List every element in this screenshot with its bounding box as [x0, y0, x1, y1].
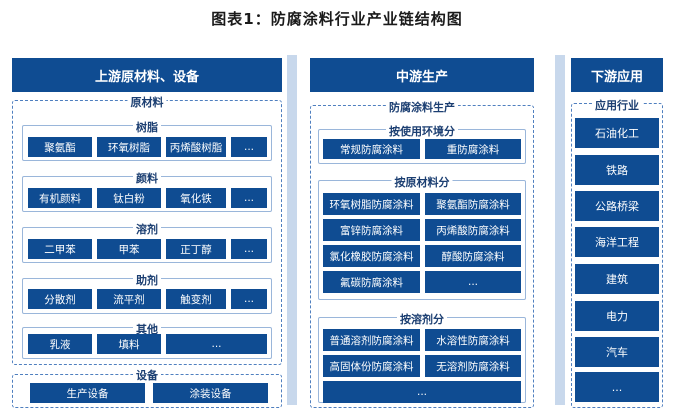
- item-acrylic-resin: 丙烯酸树脂: [166, 137, 226, 157]
- group-resin-label: 树脂: [133, 119, 161, 135]
- group-by-raw-material-label: 按原材料分: [391, 174, 453, 190]
- industry-automotive: 汽车: [575, 337, 659, 367]
- item-xylene: 二甲苯: [28, 239, 92, 259]
- item-acrylic-coating: 丙烯酸防腐涂料: [425, 219, 521, 241]
- item-n-butanol: 正丁醇: [166, 239, 226, 259]
- industry-highway-bridge: 公路桥梁: [575, 191, 659, 221]
- separator-right: [555, 55, 565, 405]
- item-conventional-coating: 常规防腐涂料: [323, 139, 420, 159]
- item-toluene: 甲苯: [97, 239, 161, 259]
- group-additive-label: 助剂: [133, 272, 161, 288]
- industry-railway: 铁路: [575, 155, 659, 185]
- production-label: 防腐涂料生产: [386, 99, 458, 115]
- industry-label: 应用行业: [592, 97, 642, 113]
- downstream-header: 下游应用: [571, 58, 663, 92]
- item-organic-pigment: 有机颜料: [28, 188, 92, 208]
- item-solvent-more: ...: [323, 381, 521, 403]
- item-alkyd-coating: 醇酸防腐涂料: [425, 245, 521, 267]
- industry-power: 电力: [575, 301, 659, 331]
- group-solvent-label: 溶剂: [133, 221, 161, 237]
- item-dispersant: 分散剂: [28, 289, 92, 309]
- item-polyurethane-coating: 聚氨酯防腐涂料: [425, 193, 521, 215]
- chart-title: 图表1：防腐涂料行业产业链结构图: [211, 10, 463, 28]
- item-polyurethane: 聚氨酯: [28, 137, 92, 157]
- item-chlorinated-rubber-coating: 氯化橡胶防腐涂料: [323, 245, 420, 267]
- item-pigment-more: ...: [231, 188, 267, 208]
- midstream-header: 中游生产: [310, 58, 534, 92]
- item-high-solids-coating: 高固体份防腐涂料: [323, 355, 420, 377]
- item-additive-more: ...: [231, 289, 267, 309]
- group-pigment-label: 颜料: [133, 170, 161, 186]
- item-other-more: ...: [166, 334, 267, 354]
- item-iron-oxide: 氧化铁: [166, 188, 226, 208]
- item-leveling-agent: 流平剂: [97, 289, 161, 309]
- equipment-label: 设备: [133, 367, 161, 383]
- item-production-equipment: 生产设备: [30, 383, 145, 403]
- item-coating-equipment: 涂装设备: [153, 383, 268, 403]
- industry-marine: 海洋工程: [575, 227, 659, 257]
- industry-construction: 建筑: [575, 264, 659, 294]
- industry-more: ...: [575, 372, 659, 402]
- item-resin-more: ...: [231, 137, 267, 157]
- group-other-label: 其他: [133, 321, 161, 337]
- industry-petrochemical: 石油化工: [575, 118, 659, 148]
- item-solvent-free-coating: 无溶剂防腐涂料: [425, 355, 521, 377]
- materials-label: 原材料: [127, 94, 167, 110]
- upstream-header: 上游原材料、设备: [12, 58, 282, 92]
- item-heavy-duty-coating: 重防腐涂料: [425, 139, 521, 159]
- group-by-solvent-label: 按溶剂分: [397, 311, 447, 327]
- item-emulsion: 乳液: [28, 334, 92, 354]
- item-solvent-more: ...: [231, 239, 267, 259]
- item-zinc-rich-coating: 富锌防腐涂料: [323, 219, 420, 241]
- item-filler: 填料: [97, 334, 161, 354]
- item-fluorocarbon-coating: 氟碳防腐涂料: [323, 271, 420, 293]
- item-titanium-dioxide: 钛白粉: [97, 188, 161, 208]
- separator-left: [287, 55, 297, 405]
- item-common-solvent-coating: 普通溶剂防腐涂料: [323, 329, 420, 351]
- group-by-environment-label: 按使用环境分: [386, 123, 458, 139]
- item-raw-more: ...: [425, 271, 521, 293]
- item-thixotropic-agent: 触变剂: [166, 289, 226, 309]
- item-water-soluble-coating: 水溶性防腐涂料: [425, 329, 521, 351]
- item-epoxy-coating: 环氧树脂防腐涂料: [323, 193, 420, 215]
- item-epoxy-resin: 环氧树脂: [97, 137, 161, 157]
